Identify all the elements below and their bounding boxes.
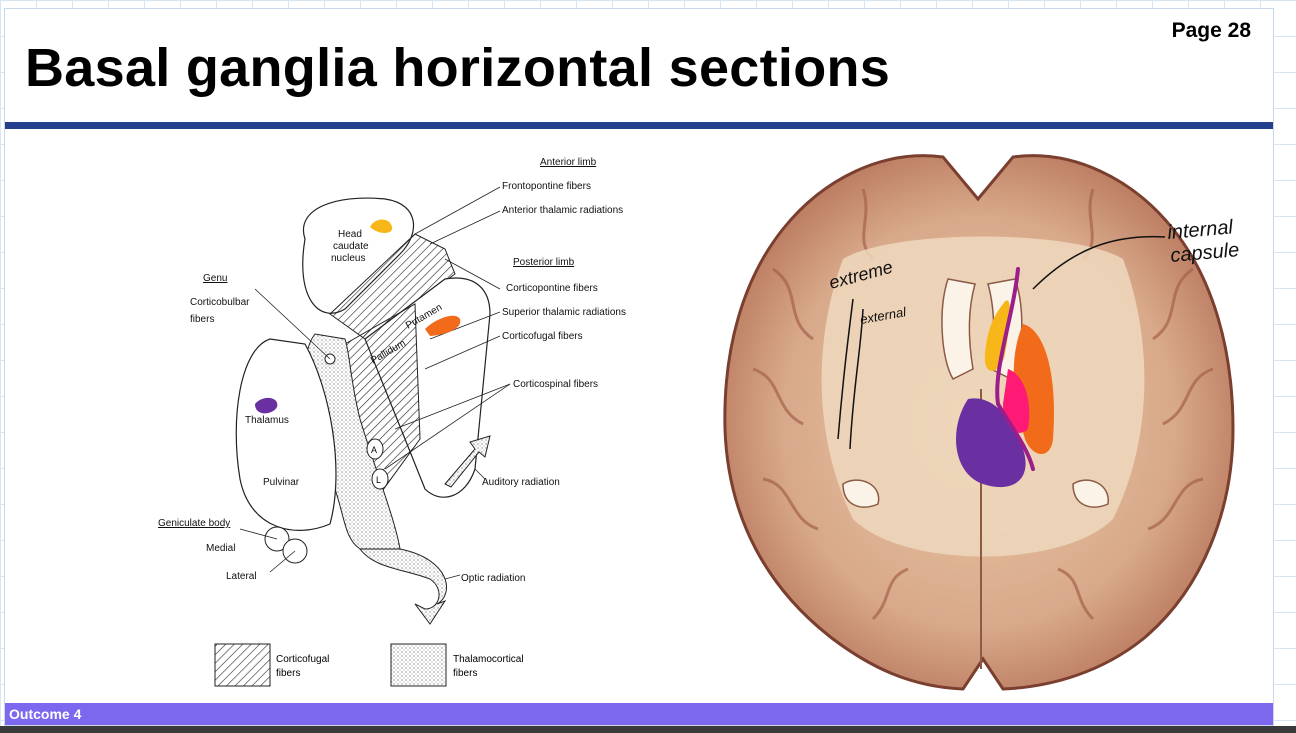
label-auditory: Auditory radiation — [482, 477, 560, 488]
legend-thalamocortical-fibers: fibers — [453, 668, 477, 679]
label-medial: Medial — [206, 543, 235, 554]
label-corticopontine: Corticopontine fibers — [506, 283, 598, 294]
label-sup-thalamic: Superior thalamic radiations — [502, 307, 626, 318]
label-geniculate: Geniculate body — [158, 518, 230, 529]
bottom-bar — [0, 726, 1296, 733]
putamen-highlight — [425, 315, 461, 336]
legend-corticofugal-fibers: fibers — [276, 668, 300, 679]
label-lateral: Lateral — [226, 571, 257, 582]
label-caudate: caudate — [333, 241, 369, 252]
thalamus-highlight — [255, 397, 278, 414]
external-capsule-line — [849, 308, 864, 450]
thalamus-shape — [235, 338, 337, 531]
legend-corticofugal-swatch — [214, 643, 271, 687]
label-genu: Genu — [203, 273, 227, 284]
footer-bar: Outcome 4 — [5, 703, 1273, 725]
l-marker — [371, 468, 389, 490]
label-ant-thalamic: Anterior thalamic radiations — [502, 205, 623, 216]
legend-thalamocortical-swatch — [390, 643, 447, 687]
extreme-capsule-line — [837, 298, 854, 440]
optic-radiation-arrow — [358, 548, 447, 625]
label-optic: Optic radiation — [461, 573, 525, 584]
globus-pallidus-photo-highlight — [1003, 369, 1030, 433]
label-anterior-limb: Anterior limb — [540, 157, 597, 168]
legend-thalamocortical-label: Thalamocortical — [453, 654, 524, 665]
label-corticofugal: Corticofugal fibers — [502, 331, 583, 342]
a-marker — [366, 438, 384, 460]
label-posterior-limb: Posterior limb — [513, 257, 575, 268]
page-number: Page 28 — [1171, 19, 1251, 42]
a-letter: A — [371, 445, 377, 455]
internal-capsule-line — [995, 267, 1035, 471]
title-rule — [5, 122, 1273, 129]
auditory-radiation-arrow — [444, 435, 491, 488]
leader-lines — [239, 186, 511, 580]
label-frontopontine: Frontopontine fibers — [502, 181, 591, 192]
left-posterior-horn — [842, 479, 880, 508]
capsule-annotation: capsule — [1170, 239, 1241, 267]
slide-title: Basal ganglia horizontal sections — [25, 38, 891, 98]
right-posterior-horn — [1072, 479, 1109, 508]
label-head: Head — [338, 229, 362, 240]
label-corticobulbar: Corticobulbar — [190, 297, 250, 308]
slide: Basal ganglia horizontal sections Page 2… — [4, 8, 1274, 726]
internal-capsule-pointer — [1032, 235, 1166, 290]
internal-capsule-diagram: A L Anterior limb Frontopontine fibers — [158, 157, 626, 687]
l-letter: L — [376, 475, 381, 485]
label-corticospinal: Corticospinal fibers — [513, 379, 598, 390]
caudate-highlight — [370, 219, 393, 234]
left-ventricle — [941, 278, 976, 380]
legend-corticofugal-label: Corticofugal — [276, 654, 329, 665]
white-matter — [821, 236, 1145, 557]
label-pulvinar: Pulvinar — [263, 477, 300, 488]
brain-section-photo: extreme external internal capsule — [723, 154, 1241, 691]
label-nucleus: nucleus — [331, 253, 365, 264]
label-thalamus: Thalamus — [245, 415, 289, 426]
label-corticobulbar-fibers: fibers — [190, 314, 214, 325]
